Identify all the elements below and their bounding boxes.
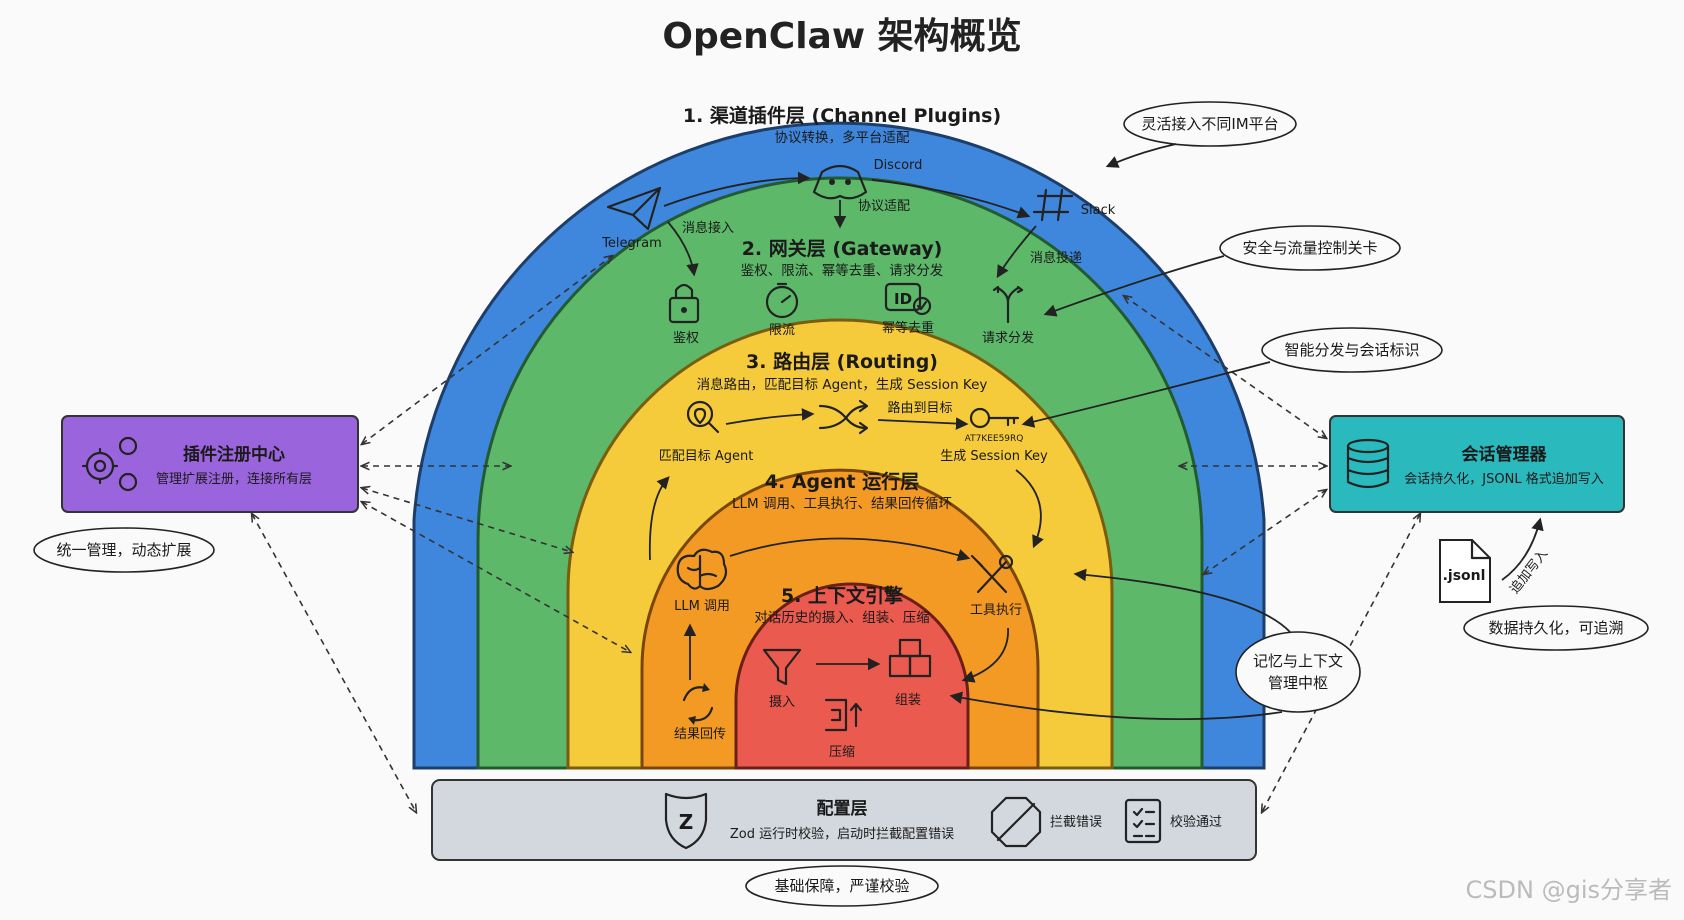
split-arrows-icon [992, 285, 1024, 324]
gateway-ratelimit-label: 限流 [769, 323, 795, 338]
tools-icon [970, 554, 1014, 594]
callout-foundation [745, 865, 939, 907]
agent-tools-label: 工具执行 [970, 603, 1022, 618]
arrow-label-message-out: 消息投递 [1030, 250, 1082, 266]
callout-unified-text: 统一管理，动态扩展 [56, 541, 191, 559]
config-validate-label: 校验通过 [1170, 814, 1222, 830]
database-icon [1346, 438, 1390, 489]
funnel-icon [762, 648, 802, 686]
location-search-icon [686, 400, 720, 434]
callout-memory [949, 568, 1361, 721]
gears-icon [81, 436, 138, 492]
callout-security-text: 安全与流量控制关卡 [1242, 239, 1377, 257]
channel-layer-title: 1. 渠道插件层 (Channel Plugins) [683, 104, 1001, 127]
gateway-dedup-label: 幂等去重 [882, 320, 934, 336]
plugin-registry-subtitle: 管理扩展注册，连接所有层 [156, 471, 312, 487]
routing-match-label: 匹配目标 Agent [659, 449, 754, 464]
agent-result-label: 结果回传 [674, 727, 726, 742]
puzzle-icon [888, 638, 932, 678]
context-compress-label: 压缩 [829, 744, 855, 760]
config-intercept-label: 拦截错误 [1050, 815, 1102, 830]
key-icon [969, 407, 1020, 429]
agent-layer-title: 4. Agent 运行层 [765, 470, 919, 493]
context-layer-subtitle: 对话历史的摄入、组装、压缩 [754, 610, 930, 626]
callout-foundation-text: 基础保障，严谨校验 [774, 877, 909, 895]
jsonl-file-label: .jsonl [1443, 568, 1486, 584]
gateway-layer-subtitle: 鉴权、限流、幂等去重、请求分发 [741, 262, 944, 279]
telegram-icon [606, 186, 662, 231]
cycle-icon [682, 683, 714, 725]
discord-icon [812, 164, 868, 200]
callout-dispatch-text: 智能分发与会话标识 [1284, 341, 1419, 359]
callout-security [1043, 225, 1401, 317]
zod-letter: Z [679, 810, 694, 834]
plugin-registry-box [61, 415, 359, 513]
callout-memory-line2: 管理中枢 [1268, 674, 1328, 692]
routing-route-to-label: 路由到目标 [887, 400, 952, 416]
session-key-code: AT7KEE59RQ [965, 434, 1024, 444]
page-title: OpenClaw 架构概览 [662, 16, 1021, 57]
gateway-dispatch-label: 请求分发 [982, 330, 1034, 346]
slack-label: Slack [1081, 203, 1116, 218]
plugin-registry-title: 插件注册中心 [183, 444, 285, 465]
lock-icon [668, 283, 700, 324]
arrow-label-protocol-adapt: 协议适配 [858, 199, 910, 214]
config-title: 配置层 [817, 799, 868, 819]
channel-layer-subtitle: 协议转换，多平台适配 [775, 129, 910, 146]
routing-layer-title: 3. 路由层 (Routing) [746, 350, 938, 373]
callout-flexible-text: 灵活接入不同IM平台 [1141, 115, 1278, 133]
zod-shield-icon [664, 792, 708, 850]
callout-memory-line1: 记忆与上下文 [1253, 652, 1343, 670]
block-icon [990, 796, 1042, 848]
discord-label: Discord [874, 158, 923, 173]
layer-context-engine [734, 582, 970, 770]
gateway-layer-title: 2. 网关层 (Gateway) [742, 237, 943, 260]
telegram-label: Telegram [601, 236, 662, 251]
checklist-icon [1124, 798, 1162, 844]
callout-flexible [1105, 101, 1297, 168]
config-subtitle: Zod 运行时校验，启动时拦截配置错误 [730, 826, 954, 842]
callout-persist [1463, 605, 1649, 651]
watermark: CSDN @gis分享者 [1466, 876, 1672, 904]
stopwatch-icon [765, 282, 799, 319]
brain-icon [676, 548, 728, 591]
session-manager-subtitle: 会话持久化，JSONL 格式追加写入 [1404, 471, 1603, 487]
config-layer-box [431, 779, 1257, 861]
session-manager-box [1329, 415, 1625, 513]
slack-icon [1032, 188, 1074, 222]
context-layer-title: 5. 上下文引擎 [781, 584, 903, 607]
gateway-auth-label: 鉴权 [673, 330, 699, 346]
id-badge-text: ID [894, 290, 912, 308]
arrow-label-message-in: 消息接入 [682, 220, 734, 236]
shuffle-icon [818, 399, 869, 435]
agent-llm-label: LLM 调用 [674, 599, 730, 614]
context-assemble-label: 组装 [895, 693, 921, 708]
jsonl-file-icon [1439, 538, 1492, 603]
context-ingest-label: 摄入 [769, 695, 795, 710]
callout-persist-text: 数据持久化，可追溯 [1488, 619, 1623, 637]
callout-unified [33, 527, 215, 573]
compress-icon [824, 698, 863, 732]
routing-layer-subtitle: 消息路由，匹配目标 Agent，生成 Session Key [697, 376, 988, 393]
id-check-icon [884, 282, 932, 316]
agent-layer-subtitle: LLM 调用、工具执行、结果回传循环 [732, 496, 952, 512]
session-manager-title: 会话管理器 [1462, 444, 1548, 465]
routing-session-key-label: 生成 Session Key [940, 449, 1048, 464]
callout-dispatch [1021, 327, 1443, 428]
